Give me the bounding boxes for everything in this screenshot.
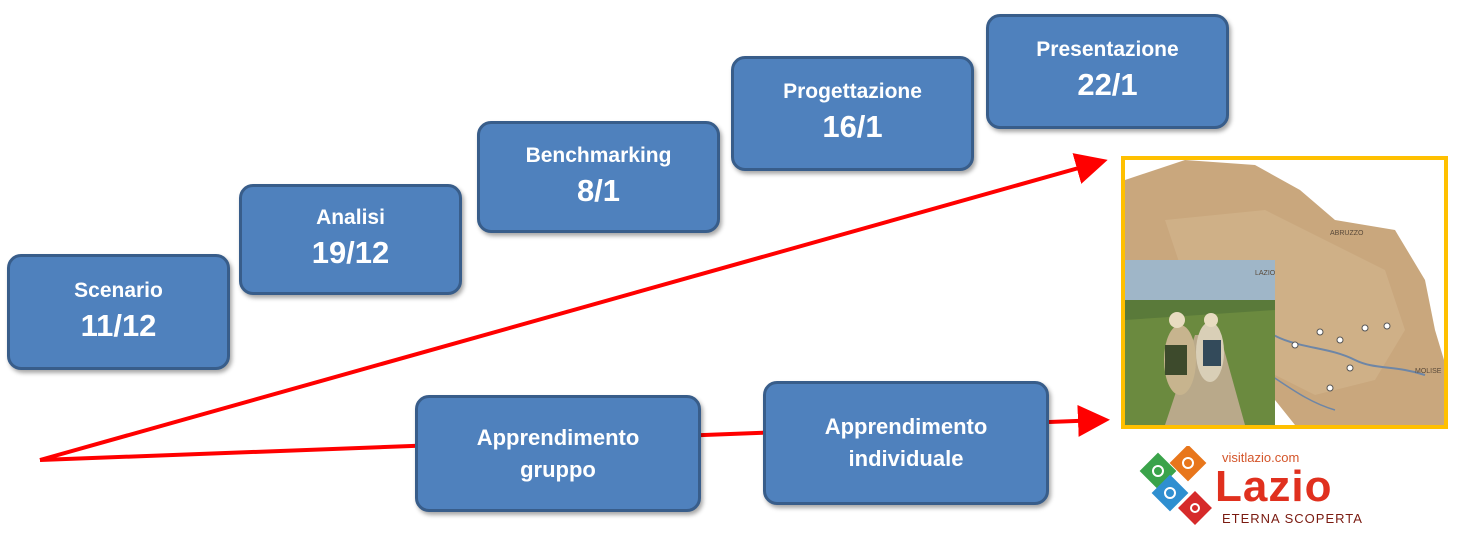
learning-label-line2: individuale bbox=[848, 446, 964, 471]
map-photo-collage: ABRUZZO LAZIO MOLISE bbox=[1121, 156, 1448, 429]
map-illustration bbox=[1125, 160, 1444, 425]
stage-date: 16/1 bbox=[822, 109, 883, 145]
stage-scenario: Scenario 11/12 bbox=[7, 254, 230, 370]
stage-benchmarking: Benchmarking 8/1 bbox=[477, 121, 720, 233]
stage-label: Analisi bbox=[316, 206, 385, 230]
upper-arrow bbox=[39, 153, 1108, 462]
visitlazio-logo-mark bbox=[1139, 446, 1212, 525]
learning-label-line1: Apprendimento bbox=[476, 424, 640, 450]
logo-tagline: ETERNA SCOPERTA bbox=[1222, 511, 1363, 526]
stage-analisi: Analisi 19/12 bbox=[239, 184, 462, 295]
stage-label: Benchmarking bbox=[525, 143, 672, 167]
stage-label: Presentazione bbox=[1036, 38, 1179, 62]
map-label-lazio: LAZIO bbox=[1255, 270, 1276, 277]
stage-date: 19/12 bbox=[311, 235, 390, 271]
learning-individuale: Apprendimento individuale bbox=[763, 381, 1049, 505]
map-label-molise: MOLISE bbox=[1415, 368, 1442, 375]
map-label-abruzzo: ABRUZZO bbox=[1330, 230, 1364, 237]
stage-label: Scenario bbox=[74, 278, 163, 302]
stage-date: 8/1 bbox=[576, 172, 621, 208]
stage-progettazione: Progettazione 16/1 bbox=[731, 56, 974, 171]
learning-label-line2: gruppo bbox=[520, 456, 596, 482]
stage-presentazione: Presentazione 22/1 bbox=[986, 14, 1229, 129]
stage-date: 11/12 bbox=[80, 307, 157, 343]
learning-gruppo: Apprendimento gruppo bbox=[415, 395, 701, 512]
logo-url: visitlazio.com bbox=[1222, 450, 1300, 465]
stage-date: 22/1 bbox=[1077, 67, 1138, 103]
learning-label-line1: Apprendimento bbox=[824, 414, 988, 440]
logo-name: Lazio bbox=[1215, 462, 1333, 511]
stage-label: Progettazione bbox=[783, 80, 922, 104]
